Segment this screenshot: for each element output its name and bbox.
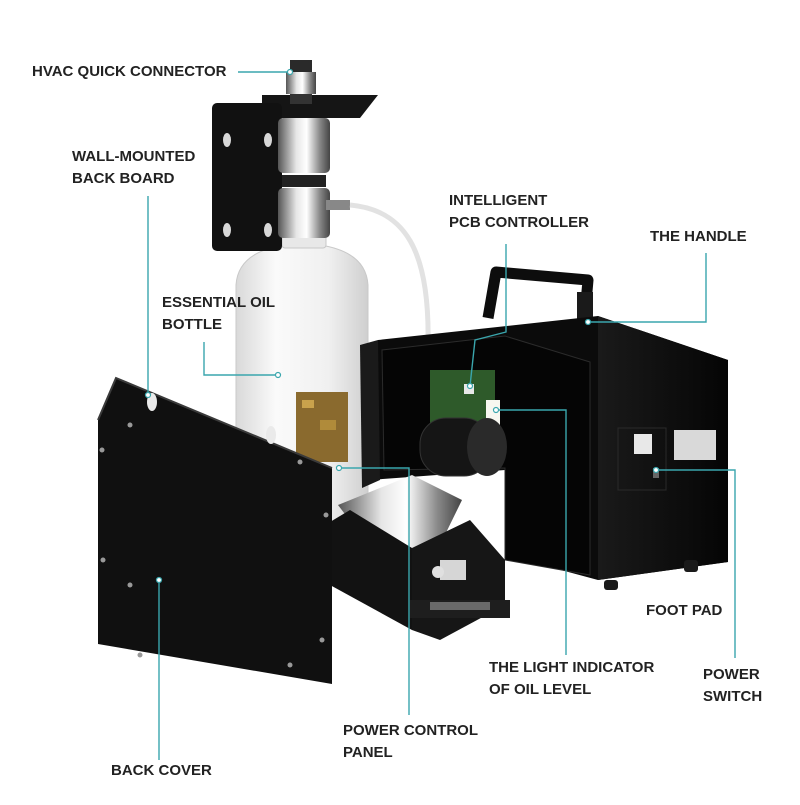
label-wall-mounted-back-board: WALL-MOUNTED BACK BOARD [72,146,195,190]
label-hvac-quick-connector: HVAC QUICK CONNECTOR [32,61,226,83]
label-light-indicator: THE LIGHT INDICATOR OF OIL LEVEL [489,657,654,701]
label-line: ESSENTIAL OIL [162,294,276,311]
label-line: THE HANDLE [650,228,747,245]
power-control-panel [330,475,510,640]
leader-handle [588,253,707,323]
leader-lines [147,71,736,760]
label-line: POWER [703,666,760,683]
oil-tube [349,202,431,346]
handle [482,266,594,327]
label-line: OF OIL LEVEL [489,681,592,698]
label-intelligent-pcb-controller: INTELLIGENT PCB CONTROLLER [449,190,589,234]
leader-power-switch [656,469,736,658]
back-cover [97,376,333,684]
hvac-quick-connector [286,60,316,104]
label-line: THE LIGHT INDICATOR [489,659,655,676]
leader-light [496,409,567,655]
chrome-coupler [278,118,350,238]
label-line: BACK BOARD [72,170,175,187]
label-line: PANEL [343,744,393,761]
label-line: HVAC QUICK CONNECTOR [32,63,227,80]
label-line: BOTTLE [162,316,222,333]
label-line: SWITCH [703,688,763,705]
label-power-switch: POWER SWITCH [703,664,762,708]
label-line: POWER CONTROL [343,722,478,739]
label-line: FOOT PAD [646,602,723,619]
leader-pcb [469,244,507,387]
label-line: PCB CONTROLLER [449,214,589,231]
label-line: BACK COVER [111,762,212,779]
label-back-cover: BACK COVER [111,760,212,782]
main-unit [360,316,728,580]
label-foot-pad: FOOT PAD [646,600,722,622]
label-the-handle: THE HANDLE [650,226,747,248]
label-line: WALL-MOUNTED [72,148,196,165]
label-essential-oil-bottle: ESSENTIAL OIL BOTTLE [162,292,275,336]
leader-dots [144,68,660,584]
label-power-control-panel: POWER CONTROL PANEL [343,720,478,764]
foot-pad [684,560,698,572]
label-line: INTELLIGENT [449,192,548,209]
leader-power-panel [339,467,410,715]
leader-oil-bottle [203,342,278,376]
